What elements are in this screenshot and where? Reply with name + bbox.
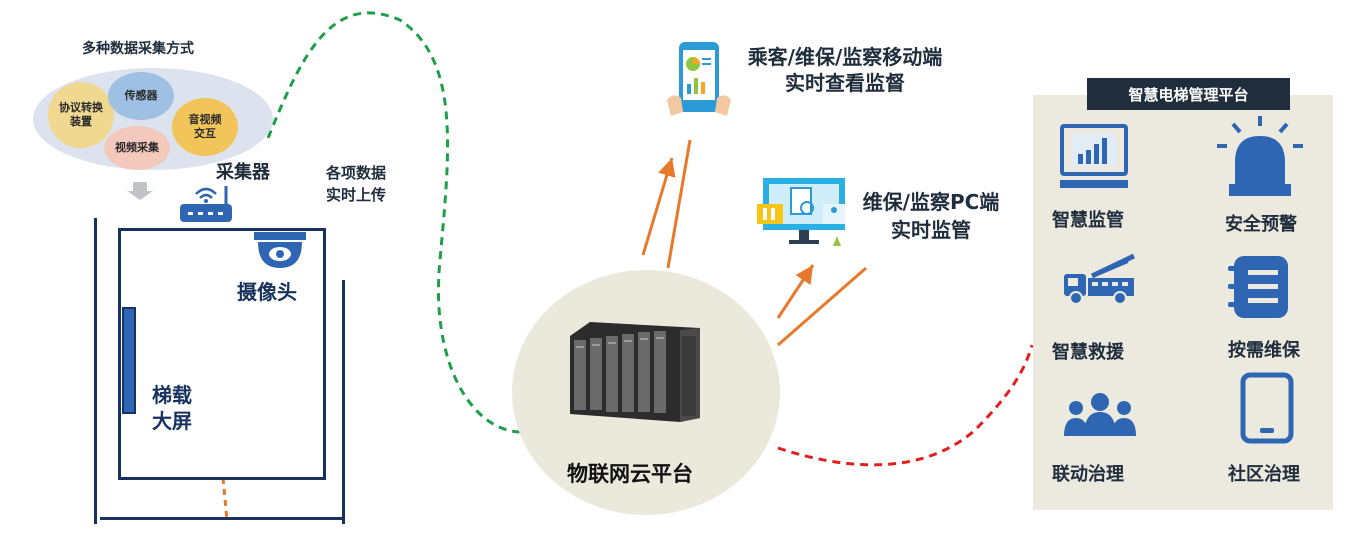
collection-title: 多种数据采集方式 bbox=[82, 41, 194, 57]
elevator-car bbox=[118, 228, 326, 480]
bubble-video-capture: 视频采集 bbox=[104, 126, 170, 170]
cloud-label: 物联网云平台 bbox=[567, 462, 693, 486]
collector-label: 采集器 bbox=[216, 162, 270, 183]
item-linked-governance: 联动治理 bbox=[1052, 464, 1124, 485]
arrow-to-pc bbox=[776, 264, 815, 319]
elevator-screen-bar bbox=[122, 307, 136, 414]
camera-label: 摄像头 bbox=[237, 280, 297, 304]
mobile-phone-icon bbox=[667, 42, 731, 116]
down-arrow-shaft bbox=[133, 182, 147, 192]
upload-dashed-line bbox=[266, 11, 521, 434]
bubble-av-interaction: 音视频交互 bbox=[172, 98, 238, 156]
notebook-icon bbox=[1228, 256, 1288, 318]
upload-label: 各项数据实时上传 bbox=[326, 164, 387, 204]
platform-title: 智慧电梯管理平台 bbox=[1087, 78, 1290, 110]
shaft-right-wall bbox=[342, 280, 345, 524]
shaft-floor bbox=[100, 517, 342, 520]
arrow-line-mobile-2 bbox=[666, 139, 692, 269]
mobile-label: 乘客/维保/监察移动端实时查看监督 bbox=[747, 45, 943, 95]
item-community-governance: 社区治理 bbox=[1228, 464, 1300, 485]
people-group-icon bbox=[1064, 393, 1136, 436]
platform-dashed-line bbox=[777, 344, 1034, 467]
camera-icon bbox=[254, 232, 306, 268]
screen-label: 梯载大屏 bbox=[152, 383, 192, 433]
elevator-dashed-line bbox=[221, 477, 229, 521]
pc-label: 维保/监察PC端实时监管 bbox=[862, 190, 1000, 242]
item-on-demand-maintenance: 按需维保 bbox=[1228, 340, 1300, 361]
router-icon bbox=[180, 186, 232, 222]
server-rack-icon bbox=[570, 322, 700, 422]
arrow-to-mobile bbox=[641, 157, 676, 256]
supervision-monitor-icon bbox=[1060, 124, 1128, 188]
arrow-line-pc-2 bbox=[777, 266, 867, 347]
bubble-protocol-converter: 协议转换装置 bbox=[48, 82, 114, 148]
tablet-icon bbox=[1240, 372, 1294, 444]
alarm-light-icon bbox=[1217, 116, 1303, 196]
down-arrow-head bbox=[127, 191, 153, 200]
item-smart-supervision: 智慧监管 bbox=[1052, 210, 1124, 231]
bubble-sensor: 传感器 bbox=[108, 72, 174, 120]
item-smart-rescue: 智慧救援 bbox=[1052, 342, 1124, 363]
pc-monitor-icon bbox=[757, 178, 845, 246]
rescue-truck-icon bbox=[1064, 253, 1136, 305]
item-safety-alert: 安全预警 bbox=[1225, 214, 1297, 235]
shaft-left-wall bbox=[94, 218, 97, 524]
